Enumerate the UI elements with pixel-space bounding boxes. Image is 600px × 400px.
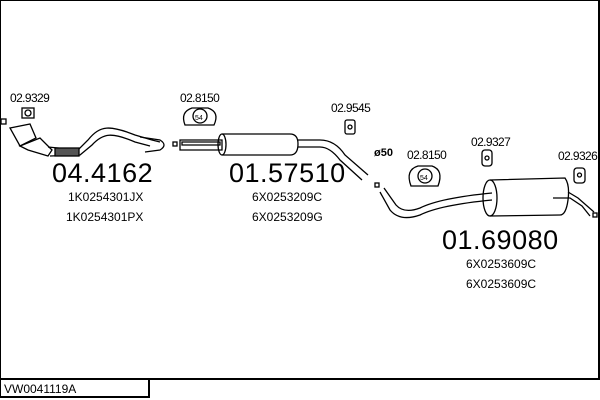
part-number: 01.69080 xyxy=(442,225,559,255)
accessory-ref: 02.9545 xyxy=(331,101,371,115)
oem-code: 6X0253609C xyxy=(466,277,537,291)
accessory-ref: 02.8150 xyxy=(180,91,220,105)
hanger-icon xyxy=(182,107,217,126)
accessory-ref: 02.9329 xyxy=(10,91,50,105)
part-number: 04.4162 xyxy=(52,158,154,188)
front-pipe-icon xyxy=(8,123,178,157)
diagram-id: VW0041119A xyxy=(0,379,150,398)
rear-muffler-icon xyxy=(379,177,598,219)
gasket-hole xyxy=(24,109,32,117)
center-muffler-icon xyxy=(179,133,380,188)
rubber-mount-icon xyxy=(344,119,356,135)
accessory-ref: 02.8150 xyxy=(407,148,447,162)
part-number: 01.57510 xyxy=(229,158,346,188)
accessory-ref: 02.9326 xyxy=(558,149,598,163)
connector-mark xyxy=(0,118,7,125)
hanger-size-label: 54 xyxy=(420,175,428,182)
accessory-ref: 02.9327 xyxy=(471,135,511,149)
oem-code: 6X0253209C xyxy=(252,190,323,204)
oem-code: 1K0254301PX xyxy=(66,210,144,224)
oem-code: 6X0253209G xyxy=(252,210,323,224)
hanger-size-label: 54 xyxy=(195,115,203,122)
oem-code: 6X0253609C xyxy=(466,257,537,271)
oem-code: 1K0254301JX xyxy=(68,190,144,204)
rubber-mount-icon xyxy=(573,167,586,184)
hanger-icon xyxy=(408,165,441,187)
diagram-frame xyxy=(0,0,600,380)
gasket-icon xyxy=(21,107,35,119)
pipe-diameter: ø50 xyxy=(374,147,393,159)
rubber-mount-icon xyxy=(481,149,493,167)
